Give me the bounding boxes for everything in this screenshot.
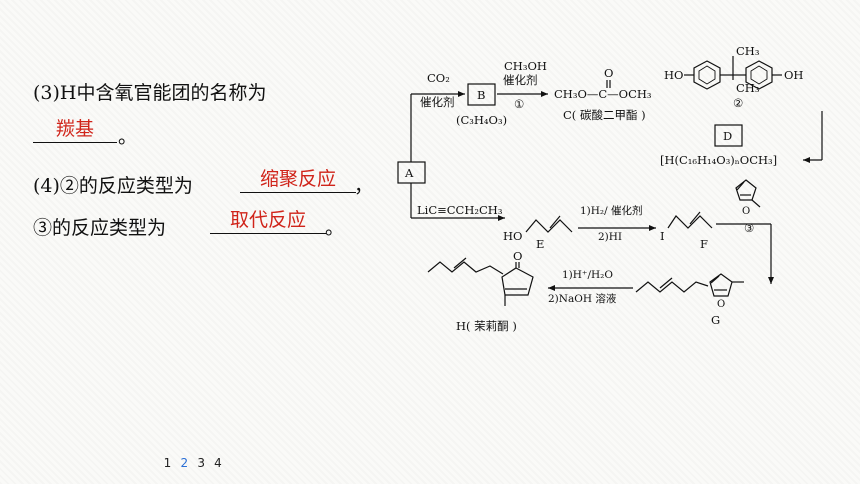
reagent-a: LiC≡CCH₂CH₃ <box>417 203 503 217</box>
box-b-label: B <box>477 88 485 102</box>
question-4-text: (4)②的反应类型为 <box>33 175 193 197</box>
f-iodine: I <box>660 229 665 243</box>
molecule-h-label: H( 茉莉酮 ) <box>456 319 517 333</box>
bpa-ch3-bottom: CH₃ <box>736 81 760 95</box>
question-5-answer: 取代反应 <box>210 209 326 234</box>
molecule-e-label: E <box>536 237 544 251</box>
reagent-g-h-2: 2)NaOH 溶液 <box>548 292 617 305</box>
g-furan-o: O <box>717 299 725 310</box>
step-2-label: ② <box>733 96 743 110</box>
box-a-label: A <box>404 166 414 180</box>
question-3-tail: 。 <box>118 126 138 148</box>
b-formula: (C₃H₄O₃) <box>456 113 507 127</box>
h-carbonyl-o: O <box>513 249 522 263</box>
page-link-2[interactable]: 2 <box>180 456 189 470</box>
box-d <box>714 124 743 147</box>
bpa-oh: OH <box>784 68 803 82</box>
page-link-3[interactable]: 3 <box>197 456 205 470</box>
d-formula: [H(C₁₆H₁₄O₃)ₙOCH₃] <box>660 153 777 167</box>
box-b <box>467 83 496 106</box>
question-5-tail: 。 <box>325 217 345 239</box>
bpa-ring-left <box>693 60 721 90</box>
question-3-text: (3)H中含氧官能团的名称为 <box>33 82 267 104</box>
bpa-ch3-top: CH₃ <box>736 44 760 58</box>
bpa-ho: HO <box>664 68 683 82</box>
e-hydroxyl: HO <box>503 229 522 243</box>
molecule-g-label: G <box>711 313 720 327</box>
c-carbonyl-o: O <box>604 66 613 80</box>
molecule-h-sidechain <box>427 261 504 275</box>
reagent-g-h-1: 1)H⁺/H₂O <box>562 269 613 281</box>
page-link-1[interactable]: 1 <box>163 456 172 470</box>
catalyst-label-2: 催化剂 <box>503 73 538 87</box>
molecule-g-skeleton <box>635 281 709 293</box>
bpa-ring-right <box>745 60 773 90</box>
molecule-g-furan <box>709 273 733 297</box>
question-5-text: ③的反应类型为 <box>33 217 167 239</box>
reagent-co2: CO₂ <box>427 71 450 85</box>
catalyst-label-1: 催化剂 <box>420 95 455 109</box>
reagent-ch3oh: CH₃OH <box>504 59 547 73</box>
step-3-label: ③ <box>744 221 754 235</box>
furan-reagent-ring <box>735 179 757 201</box>
page-link-4[interactable]: 4 <box>214 456 222 470</box>
page-navigation: 1 2 3 4 <box>161 456 224 470</box>
reagent-e-f-1: 1)H₂/ 催化剂 <box>580 204 643 217</box>
question-4-answer: 缩聚反应 <box>240 168 356 193</box>
furan-reagent-o: O <box>742 206 750 217</box>
c-structure: CH₃O—C—OCH₃ <box>554 87 652 101</box>
molecule-e-skeleton <box>525 219 573 233</box>
question-3-answer: 羰基 <box>33 118 117 143</box>
reagent-e-f-2: 2)HI <box>598 231 622 243</box>
question-4-tail: ， <box>354 175 374 197</box>
molecule-h-ring <box>501 267 534 296</box>
step-1-label: ① <box>514 97 524 111</box>
c-name: C( 碳酸二甲酯 ) <box>563 108 646 122</box>
molecule-f-skeleton <box>667 215 713 229</box>
box-d-label: D <box>723 129 732 143</box>
molecule-f-label: F <box>700 237 708 251</box>
